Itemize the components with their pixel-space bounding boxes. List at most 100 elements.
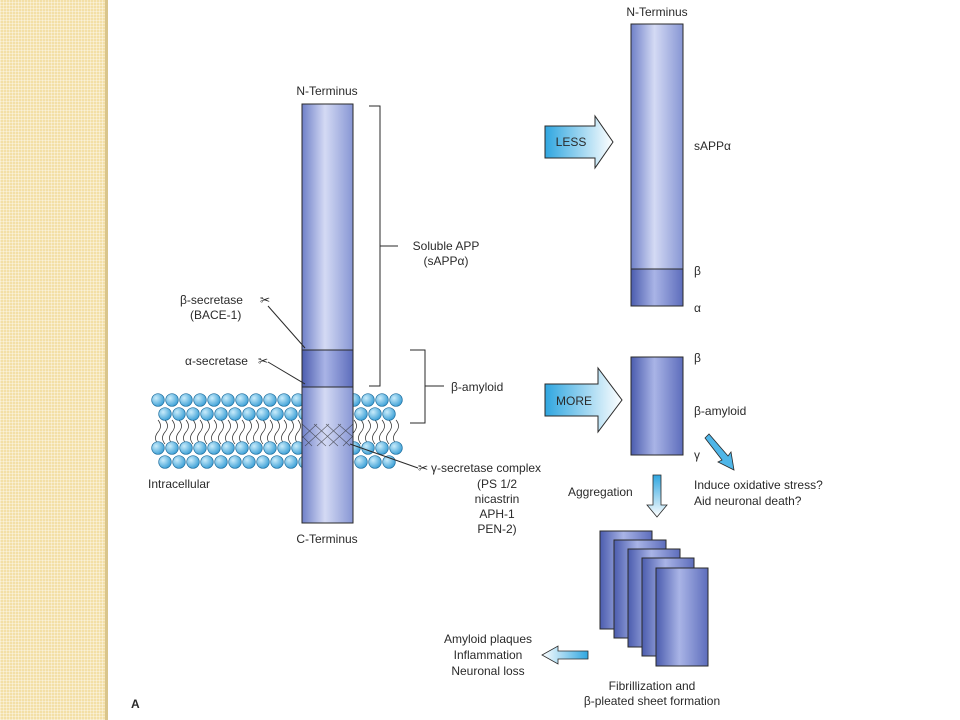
aph1-label: APH-1 [479, 507, 515, 521]
oxidative-stress-label: Induce oxidative stress? [694, 478, 823, 492]
panel-letter: A [131, 697, 140, 711]
lipid-tail [267, 419, 273, 445]
beta-amyloid-fragment [630, 356, 684, 456]
oxidative-stress-arrow [704, 433, 735, 471]
gamma-secretase-pointer [349, 443, 419, 469]
lipid-tail [246, 419, 252, 445]
lipid-head [228, 407, 242, 421]
aggregation-arrow [646, 474, 668, 518]
beta-amyloid-label: β-amyloid [451, 380, 503, 394]
fibril-sheet-stack [599, 530, 709, 667]
lipid-head [389, 393, 403, 407]
app-column-upper [301, 103, 354, 351]
lipid-head [375, 441, 389, 455]
beta-secretase-pointer [267, 305, 306, 349]
lipid-tail [183, 419, 189, 445]
beta-secretase-scissors-icon: ✂ [260, 293, 270, 307]
right-top-beta-label: β [694, 264, 701, 278]
app-beta-amyloid-segment [301, 349, 354, 388]
fibrillization-label: Fibrillization and [609, 679, 696, 693]
lipid-tail [204, 419, 210, 445]
lipid-tail [162, 419, 168, 445]
lipid-head [277, 393, 291, 407]
lipid-head [256, 407, 270, 421]
lipid-head [235, 393, 249, 407]
lipid-tail [379, 419, 385, 445]
lipid-head [165, 441, 179, 455]
intracellular-label: Intracellular [148, 477, 210, 491]
lipid-head [200, 455, 214, 469]
lipid-head [207, 441, 221, 455]
lipid-tail [218, 419, 224, 445]
lipid-head [235, 441, 249, 455]
right-mid-gamma-label: γ [694, 448, 700, 462]
cell-membrane [151, 393, 403, 469]
sapp-alpha-beta-segment [630, 268, 684, 307]
beta-secretase-label: β-secretase [180, 293, 243, 307]
aggregation-label: Aggregation [568, 485, 633, 499]
lipid-head [382, 407, 396, 421]
transmembrane-hatching [301, 423, 354, 447]
alpha-secretase-label: α-secretase [185, 354, 248, 368]
amyloid-plaques-label: Amyloid plaques [444, 632, 532, 646]
lipid-head [284, 455, 298, 469]
beta-amyloid-bracket [410, 349, 426, 424]
lipid-tail [197, 419, 203, 445]
lipid-head [263, 393, 277, 407]
lipid-head [193, 441, 207, 455]
lipid-head [242, 407, 256, 421]
gamma-secretase-label: γ-secretase complex [431, 461, 541, 475]
lipid-tail [190, 419, 196, 445]
outcome-arrow [541, 645, 589, 665]
right-mid-beta-amyloid-label: β-amyloid [694, 404, 746, 418]
sapp-alpha-fragment [630, 23, 684, 270]
pen2-label: PEN-2) [477, 522, 516, 536]
lipid-head [249, 393, 263, 407]
lipid-head [284, 407, 298, 421]
lipid-head [200, 407, 214, 421]
less-arrow [544, 114, 614, 170]
lipid-head [179, 393, 193, 407]
lipid-head [277, 441, 291, 455]
lipid-head [375, 393, 389, 407]
lipid-head [221, 393, 235, 407]
lipid-head [389, 441, 403, 455]
lipid-head [242, 455, 256, 469]
decorative-sidebar [0, 0, 105, 720]
bace1-label: (BACE-1) [190, 308, 241, 322]
lipid-head [151, 441, 165, 455]
lipid-tail [253, 419, 259, 445]
less-arrow-label: LESS [556, 135, 587, 149]
lipid-tail [372, 419, 378, 445]
lipid-head [151, 393, 165, 407]
lipid-tail [393, 419, 399, 445]
lipid-head [179, 441, 193, 455]
lipid-head [228, 455, 242, 469]
lipid-tail [288, 419, 294, 445]
lipid-head [158, 455, 172, 469]
lipid-tail [295, 419, 301, 445]
lipid-head [214, 407, 228, 421]
nicastrin-label: nicastrin [475, 492, 520, 506]
lipid-head [186, 455, 200, 469]
neuronal-loss-label: Neuronal loss [451, 664, 524, 678]
gamma-secretase-scissors-icon: ✂ [418, 461, 428, 475]
lipid-head [172, 407, 186, 421]
app-column-lower [301, 386, 354, 524]
lipid-head [249, 441, 263, 455]
beta-pleated-label: β-pleated sheet formation [584, 694, 720, 708]
lipid-head [368, 407, 382, 421]
alpha-secretase-scissors-icon: ✂ [258, 354, 268, 368]
more-arrow-label: MORE [556, 394, 592, 408]
lipid-tail [260, 419, 266, 445]
soluble-app-bracket [369, 105, 381, 387]
c-terminus-label: C-Terminus [296, 532, 357, 546]
lipid-tail [176, 419, 182, 445]
lipid-tail [358, 419, 364, 445]
lipid-tail [239, 419, 245, 445]
soluble-app-sub-label: (sAPPα) [424, 254, 469, 268]
lipid-head [172, 455, 186, 469]
lipid-tail [365, 419, 371, 445]
lipid-tail [232, 419, 238, 445]
lipid-tail [225, 419, 231, 445]
